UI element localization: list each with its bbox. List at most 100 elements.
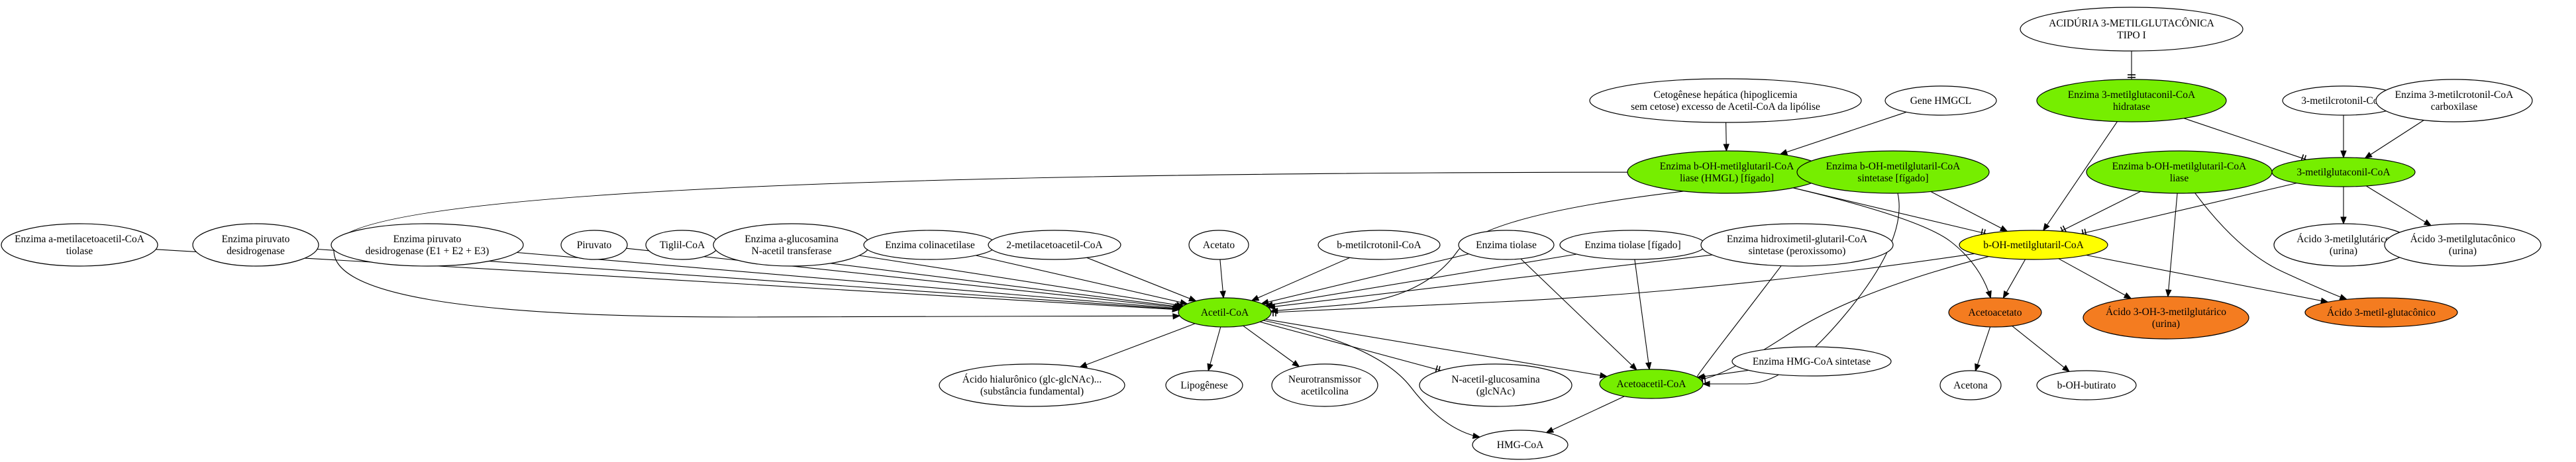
node-ohmg: Ácido 3-OH-3-metilglutárico(urina) <box>2083 296 2249 340</box>
edge-hmgl-to-acetil <box>333 171 1628 318</box>
edge-acetoac-to-bohbut <box>2012 326 2070 372</box>
node-hmgcoa-label-0: HMG-CoA <box>1497 439 1544 451</box>
arrowhead-sint-to-bohmg <box>1999 225 2008 232</box>
node-hmgl-shape <box>1627 150 1827 194</box>
node-gene: Gene HMGCL <box>1884 85 1997 116</box>
node-carbox-label-0: Enzima 3-metilcrotonil-CoA <box>2395 89 2514 101</box>
node-mcrot-label-0: 3-metilcrotonil-CoA <box>2301 95 2386 107</box>
arrowhead-acetil-to-hmgcoa <box>1472 432 1481 439</box>
node-hmgsint: Enzima HMG-CoA sintetase <box>1731 346 1892 377</box>
node-ohmg-label-0: Ácido 3-OH-3-metilglutárico <box>2106 306 2226 318</box>
node-acidu-label-0: ACIDÚRIA 3-METILGLUTACÔNICA <box>2049 18 2215 29</box>
node-liase-label-1: liase <box>2170 173 2189 184</box>
node-bmet-shape <box>1317 230 1441 260</box>
arrowhead-mgcon-to-mgcac <box>2423 219 2432 226</box>
edge-tiol-to-acetil <box>1261 254 1469 304</box>
node-mgtar-label-1: (urina) <box>2330 246 2357 257</box>
node-lipog: Lipogênese <box>1165 370 1243 400</box>
arrowhead-gene-to-hmgl <box>1779 149 1788 156</box>
arrowhead-liase-to-ohmg <box>2165 289 2172 298</box>
node-nacgl-label-1: (glcNAc) <box>1476 386 1516 397</box>
edge-hidrox-to-acetoacil <box>1696 265 1782 378</box>
arrowhead-acetoac-to-bohbut <box>2061 365 2071 373</box>
node-nacgl-label-0: N-acetil-glucosamina <box>1451 374 1540 385</box>
edge-acetil-to-hialur <box>1080 323 1196 368</box>
node-neuro-shape <box>1271 363 1378 407</box>
node-bohmg-shape <box>1959 230 2108 260</box>
node-tiol-shape <box>1458 230 1555 260</box>
node-hidrox-label-0: Enzima hidroximetil-glutaril-CoA <box>1727 234 1868 245</box>
arrowhead-acetato-to-acetil <box>1219 291 1226 299</box>
arrowhead-bmet-to-acetil <box>1251 295 1260 301</box>
node-ohmg-shape <box>2083 296 2249 340</box>
edge-tiolf-to-acetil <box>1265 254 1577 306</box>
node-acetona-shape <box>1939 370 2002 400</box>
edge-macet-to-acetil <box>156 249 1180 310</box>
node-hmgcoa-shape <box>1472 430 1569 460</box>
arrowhead-metac-to-acetil <box>1188 295 1197 302</box>
node-hmgcoa: HMG-CoA <box>1472 430 1569 460</box>
arrowhead-acetil-to-neuro <box>1292 359 1300 367</box>
arrowhead-acetoac-to-acetona <box>1975 363 1981 372</box>
node-acetil-label-0: Acetil-CoA <box>1201 307 1249 318</box>
node-hialur-shape <box>939 363 1125 407</box>
edge-tiolf-to-acetoacil <box>1634 259 1650 370</box>
node-piruv2-label-0: Enzima piruvato <box>393 234 462 245</box>
node-ceto-shape <box>1589 78 1862 123</box>
node-mgcon-shape <box>2271 157 2416 187</box>
edge-acetil-to-lipog <box>1208 326 1221 371</box>
node-bohbut: b-OH-butirato <box>2036 370 2137 400</box>
edge-bohmg-to-mgluta <box>2086 254 2328 302</box>
node-hidrat-label-1: hidratase <box>2113 101 2150 113</box>
node-bohmg: b-OH-metilglutaril-CoA <box>1959 230 2108 260</box>
edge-bmet-to-acetil <box>1251 257 1351 301</box>
edge-bohmg-to-ohmg <box>2058 258 2132 299</box>
node-lipog-label-0: Lipogênese <box>1180 380 1228 391</box>
node-mgcac: Ácido 3-metilglutacônico(urina) <box>2384 223 2542 267</box>
node-hialur: Ácido hialurônico (glc-glcNAc)...(substâ… <box>939 363 1125 407</box>
node-carbox-label-1: carboxilase <box>2431 101 2478 113</box>
node-mgcac-label-1: (urina) <box>2449 246 2477 257</box>
node-hidrox: Enzima hidroximetil-glutaril-CoAsintetas… <box>1700 223 1894 267</box>
node-metac: 2-metilacetoacetil-CoA <box>988 230 1121 260</box>
node-hidrox-label-1: sintetase (peroxissomo) <box>1749 246 1846 257</box>
arrowhead-acetil-to-hialur <box>1079 361 1088 368</box>
edge-mgcon-to-mgcac <box>2365 185 2432 226</box>
edge-hmgl-to-acetoac <box>1792 187 1991 299</box>
edge-tiol-to-acetoacil <box>1520 258 1637 371</box>
node-acidu-shape <box>2020 7 2243 52</box>
node-piruv-shape <box>560 230 628 260</box>
node-neuro-label-1: acetilcolina <box>1301 386 1349 397</box>
node-sint-label-1: sintetase [fígado] <box>1857 173 1928 184</box>
node-liase-label-0: Enzima b-OH-metilglutaril-CoA <box>2112 161 2247 172</box>
node-acetoacil-shape <box>1599 369 1704 399</box>
node-bohbut-label-0: b-OH-butirato <box>2057 380 2116 391</box>
node-hmgl-label-0: Enzima b-OH-metilglutaril-CoA <box>1660 161 1795 172</box>
node-ceto-label-1: sem cetose) excesso de Acetil-CoA da lip… <box>1631 101 1820 113</box>
node-glucos-shape <box>713 223 870 267</box>
node-hialur-label-0: Ácido hialurônico (glc-glcNAc)... <box>962 374 1102 385</box>
edge-acetil-to-hmgcoa <box>1263 320 1480 438</box>
edge-piruv-to-acetil <box>626 248 1181 308</box>
arrowhead-tiolf-to-acetoacil <box>1645 361 1652 371</box>
node-metac-label-0: 2-metilacetoacetil-CoA <box>1006 240 1103 251</box>
node-hidrat-shape <box>2036 79 2227 122</box>
node-acetoac-label-0: Acetoacetato <box>1969 307 2022 318</box>
node-piruv2-label-1: desidrogenase (E1 + E2 + E3) <box>366 246 489 257</box>
node-ceto-label-0: Cetogênese hepática (hipoglicemia <box>1654 89 1798 101</box>
edge-acetil-to-acetoacil <box>1265 318 1608 377</box>
node-acidu-label-1: TIPO I <box>2117 30 2145 41</box>
node-piruv1-shape <box>192 223 319 267</box>
node-acetil: Acetil-CoA <box>1178 297 1272 328</box>
edge-liase-to-mgluta <box>2194 193 2347 300</box>
node-hidrat-label-0: Enzima 3-metilglutaconil-CoA <box>2068 89 2196 101</box>
node-mgluta-label-0: Ácido 3-metil-glutacônico <box>2327 307 2436 318</box>
arrowhead-acetoacil-to-hmgcoa <box>1545 426 1555 434</box>
node-tiol: Enzima tiolase <box>1458 230 1555 260</box>
